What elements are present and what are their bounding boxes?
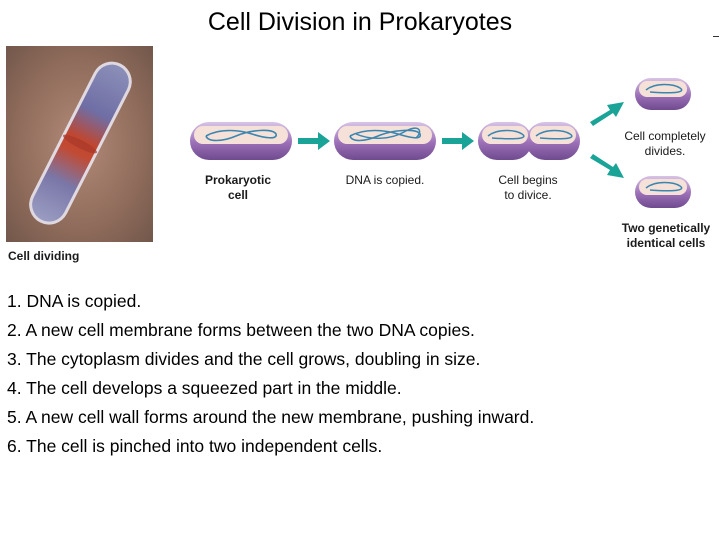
caption-cell-completely-divides: Cell completely divides.	[624, 129, 706, 158]
step-item: 4. The cell develops a squeezed part in …	[7, 378, 402, 398]
slide-title: Cell Division in Prokaryotes	[207, 8, 513, 36]
step-item: 6. The cell is pinched into two independ…	[7, 436, 383, 456]
caption-prokaryotic-cell: Prokaryotic cell	[204, 173, 272, 202]
dna-copied-cell-shape	[334, 122, 436, 160]
caption-two-identical-cells: Two genetically identical cells	[621, 221, 711, 250]
caption-dna-copied: DNA is copied.	[345, 173, 425, 187]
prokaryotic-cell-shape	[190, 122, 292, 160]
step-item: 2. A new cell membrane forms between the…	[7, 320, 475, 340]
arrow-down	[590, 154, 624, 178]
steps-list: 1. DNA is copied. 2. A new cell membrane…	[7, 287, 534, 461]
micrograph-caption: Cell dividing	[8, 249, 80, 263]
arrow-1	[298, 132, 330, 150]
daughter-cell-top	[635, 78, 691, 110]
arrow-2	[442, 132, 474, 150]
step-item: 5. A new cell wall forms around the new …	[7, 407, 535, 427]
corner-mark	[713, 36, 719, 37]
step-item: 3. The cytoplasm divides and the cell gr…	[7, 349, 481, 369]
cell-dividing-micrograph	[6, 46, 153, 242]
caption-cell-begins: Cell begins to divice.	[498, 173, 558, 202]
daughter-cell-bottom	[635, 176, 691, 208]
arrow-up	[590, 102, 624, 126]
binary-fission-diagram: Prokaryotic cell DNA is copied. Cell beg…	[180, 70, 720, 270]
dividing-cell-shape	[478, 122, 580, 160]
step-item: 1. DNA is copied.	[7, 291, 142, 311]
